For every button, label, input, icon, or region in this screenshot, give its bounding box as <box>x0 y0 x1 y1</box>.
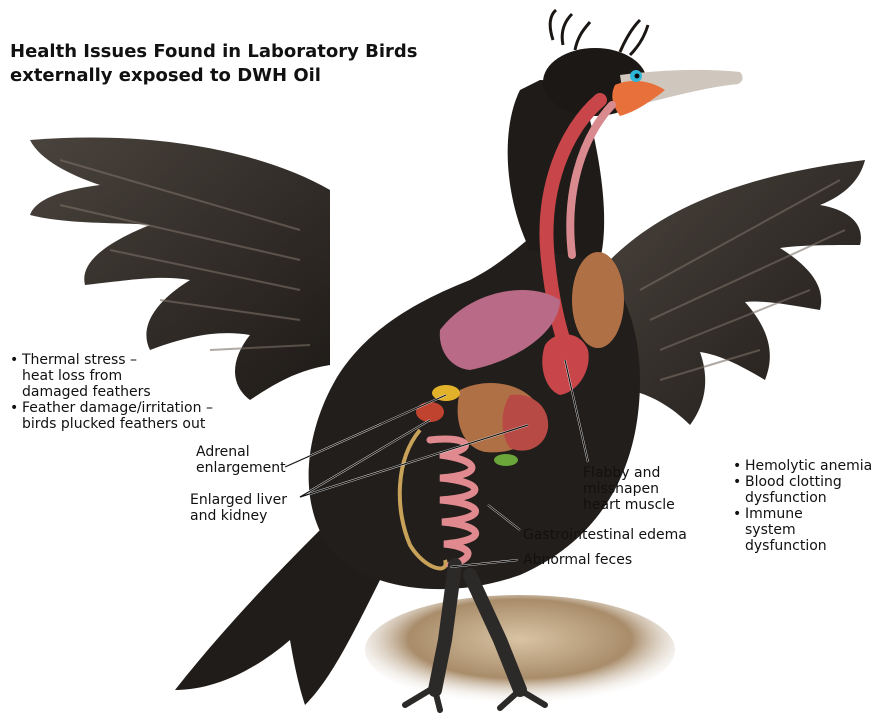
right-wing <box>610 160 865 425</box>
list-item: Blood clotting dysfunction <box>733 474 872 506</box>
feces-label: Abnormal feces <box>523 552 632 568</box>
gastrointestinal-label: Gastrointestinal edema <box>523 527 687 543</box>
list-item: Hemolytic anemia <box>733 458 872 474</box>
title-line-1: Health Issues Found in Laboratory Birds <box>10 40 417 64</box>
list-item: Immune system dysfunction <box>733 506 872 554</box>
title-line-2: externally exposed to DWH Oil <box>10 64 417 88</box>
list-item: Thermal stress – heat loss from damaged … <box>10 352 213 400</box>
liver-kidney-label: Enlarged liver and kidney <box>190 492 287 524</box>
proventriculus <box>572 252 624 348</box>
heart-label: Flabby and misshapen heart muscle <box>583 465 675 513</box>
diagram-title: Health Issues Found in Laboratory Birds … <box>10 40 417 88</box>
blood-effects-list: Hemolytic anemia Blood clotting dysfunct… <box>733 458 872 554</box>
gonad <box>416 402 444 422</box>
adrenal-label: Adrenal enlargement <box>196 444 286 476</box>
list-item: Feather damage/irritation – birds plucke… <box>10 400 213 432</box>
external-effects-list: Thermal stress – heat loss from damaged … <box>10 352 213 432</box>
gall-bladder <box>494 454 518 466</box>
